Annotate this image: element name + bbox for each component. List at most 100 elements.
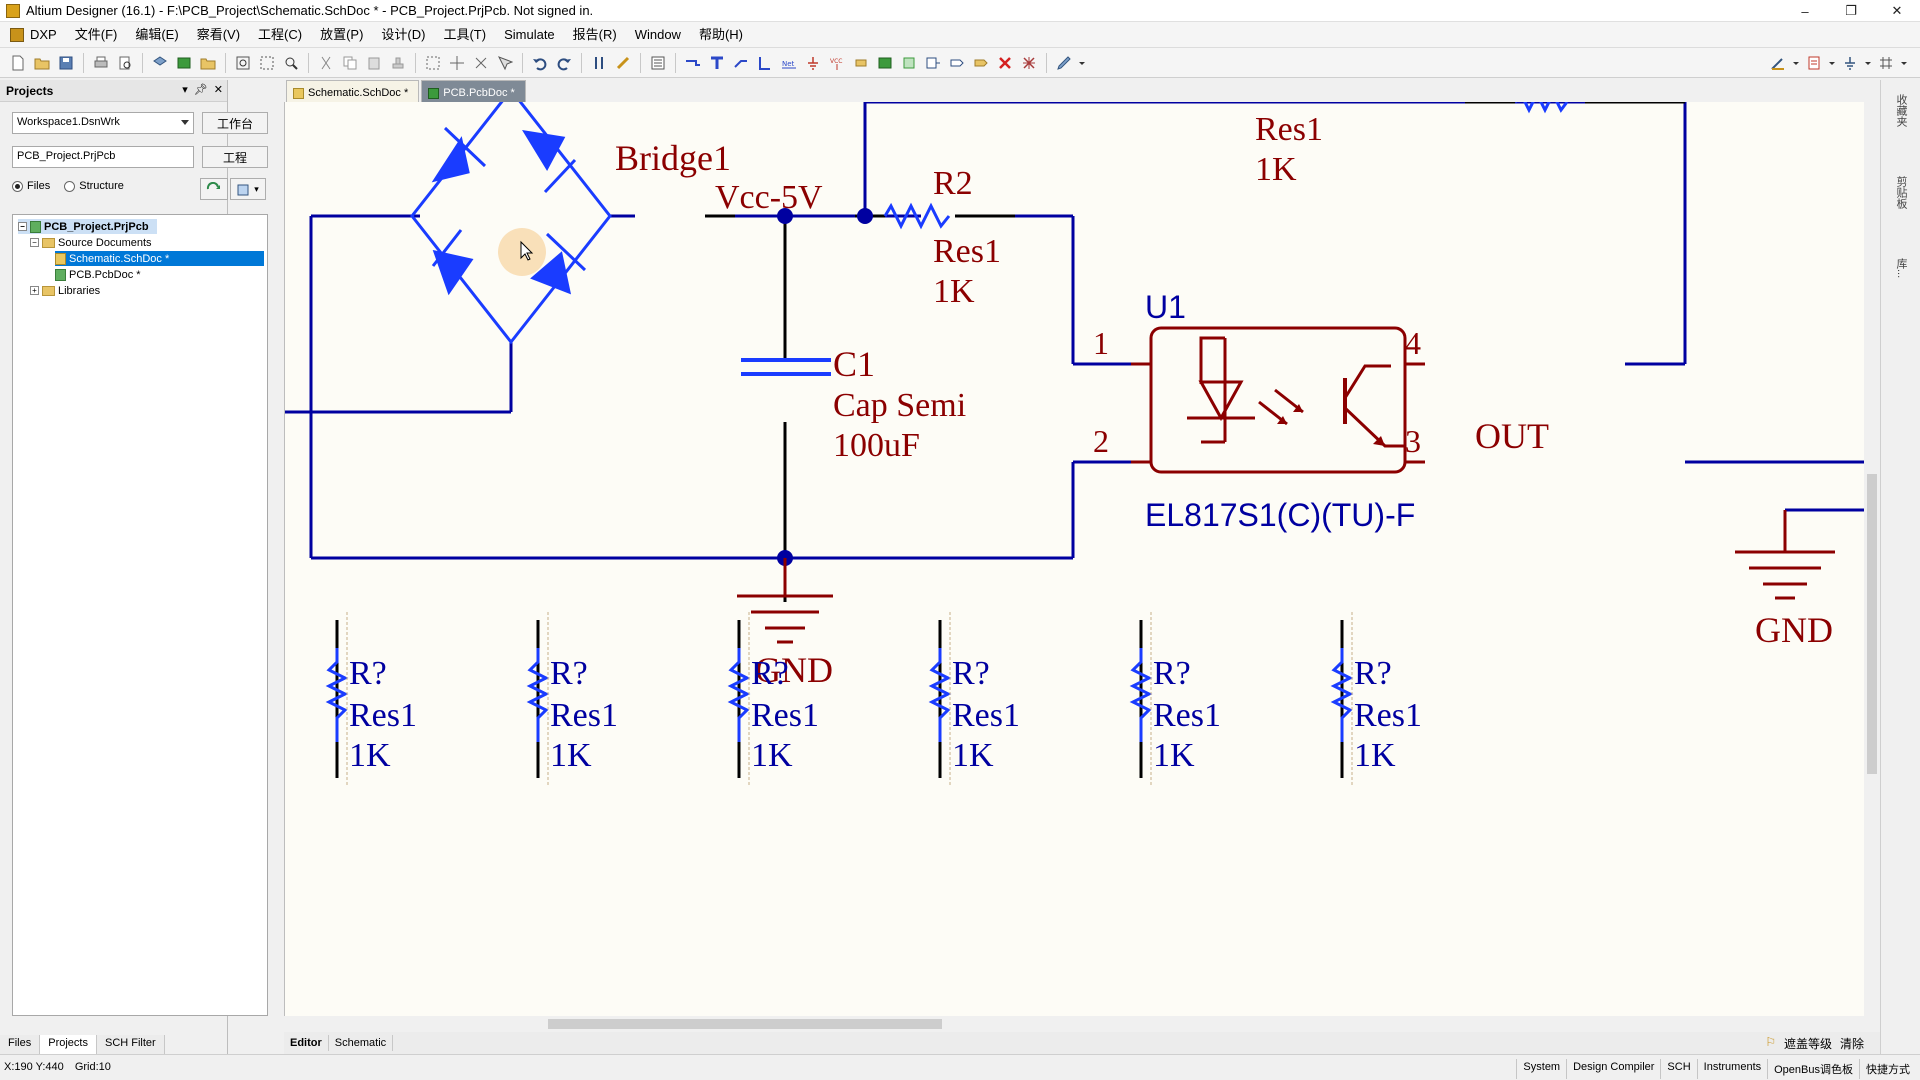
menu-simulate[interactable]: Simulate	[504, 26, 555, 42]
shortcuts-button[interactable]: 快捷方式	[1859, 1059, 1916, 1079]
compile-mask-icon[interactable]	[1019, 53, 1039, 73]
mask-level-icon[interactable]: ⚐	[1765, 1035, 1776, 1049]
grid-icon[interactable]	[1876, 53, 1896, 73]
system-button[interactable]: System	[1516, 1059, 1566, 1079]
place-part-icon[interactable]	[851, 53, 871, 73]
horizontal-scroll-thumb[interactable]	[548, 1019, 942, 1029]
mask-level-button[interactable]: 遮盖等级	[1783, 1037, 1832, 1051]
place-off-sheet-icon[interactable]	[971, 53, 991, 73]
grid-dropdown-icon[interactable]	[1900, 53, 1908, 73]
place-bus-entry-icon[interactable]	[731, 53, 751, 73]
sch-button[interactable]: SCH	[1660, 1059, 1696, 1079]
collapse-icon[interactable]: −	[18, 222, 27, 231]
tab-files[interactable]: Files	[0, 1035, 41, 1054]
menu-edit[interactable]: 编辑(E)	[135, 26, 179, 42]
tree-item-schematic-doc[interactable]: Schematic.SchDoc *	[55, 251, 264, 266]
tab-sch-filter[interactable]: SCH Filter	[96, 1035, 165, 1054]
draw-tools-icon[interactable]	[1054, 53, 1074, 73]
tab-schematic-doc[interactable]: Schematic.SchDoc *	[286, 80, 420, 102]
zoom-area-icon[interactable]	[257, 53, 277, 73]
folder-open-icon[interactable]	[198, 53, 218, 73]
project-options-button[interactable]	[200, 178, 228, 200]
save-icon[interactable]	[56, 53, 76, 73]
place-device-sheet-icon[interactable]	[923, 53, 943, 73]
menu-file[interactable]: 文件(F)	[74, 26, 118, 42]
tree-item-pcb-doc[interactable]: PCB.PcbDoc *	[55, 267, 141, 282]
redo-icon[interactable]	[554, 53, 574, 73]
project-field[interactable]: PCB_Project.PrjPcb	[12, 146, 194, 168]
workspace-combo[interactable]: Workspace1.DsnWrk	[12, 112, 194, 134]
select-area-icon[interactable]	[423, 53, 443, 73]
workspace-button[interactable]: 工作台	[202, 112, 268, 134]
tree-item-project[interactable]: − PCB_Project.PrjPcb	[18, 219, 157, 234]
close-button[interactable]: ✕	[1891, 3, 1903, 18]
copy-icon[interactable]	[340, 53, 360, 73]
horizontal-scrollbar[interactable]	[284, 1016, 1864, 1032]
board-icon[interactable]	[174, 53, 194, 73]
align-tools-dropdown-icon[interactable]	[1792, 53, 1800, 73]
files-radio[interactable]	[12, 180, 23, 192]
libraries-panel-tab[interactable]: 库...	[1895, 258, 1907, 279]
place-bus-icon[interactable]	[707, 53, 727, 73]
rubber-stamp-icon[interactable]	[388, 53, 408, 73]
place-net-label-icon[interactable]: Net	[779, 53, 799, 73]
restore-button[interactable]: ❐	[1845, 3, 1857, 18]
vertical-scroll-thumb[interactable]	[1867, 474, 1877, 774]
power-ports-dropdown-icon[interactable]	[1864, 53, 1872, 73]
tree-item-source-documents[interactable]: − Source Documents	[30, 235, 152, 250]
menu-design[interactable]: 设计(D)	[381, 26, 426, 42]
openbus-palette-button[interactable]: OpenBus调色板	[1767, 1059, 1859, 1079]
panel-pin-icon[interactable]: 📌︎	[193, 84, 208, 96]
move-icon[interactable]	[447, 53, 467, 73]
print-icon[interactable]	[91, 53, 111, 73]
clipboard-panel-tab[interactable]: 剪贴板	[1895, 176, 1907, 209]
tab-editor[interactable]: Editor	[284, 1035, 329, 1051]
schematic-drawing[interactable]: Bridge1 Vcc-5V R2 Res1 1K Res1 1K C1 Cap…	[285, 102, 1880, 1016]
expand-icon[interactable]: +	[30, 286, 39, 295]
minimize-button[interactable]: –	[1801, 3, 1809, 19]
zoom-select-icon[interactable]	[281, 53, 301, 73]
power-ports-icon[interactable]	[1840, 53, 1860, 73]
open-folder-icon[interactable]	[32, 53, 52, 73]
new-doc-icon[interactable]	[8, 53, 28, 73]
favorites-panel-tab[interactable]: 收藏夹	[1895, 94, 1907, 127]
instruments-button[interactable]: Instruments	[1696, 1059, 1767, 1079]
place-sheet-entry-icon[interactable]	[899, 53, 919, 73]
tab-pcb-doc[interactable]: PCB.PcbDoc *	[421, 80, 526, 102]
tab-projects[interactable]: Projects	[40, 1035, 97, 1054]
vertical-scrollbar[interactable]	[1864, 102, 1880, 1016]
menu-window[interactable]: Window	[634, 26, 681, 42]
no-erc-icon[interactable]	[995, 53, 1015, 73]
sheet-tools-icon[interactable]	[1804, 53, 1824, 73]
place-vcc-icon[interactable]: VCC	[827, 53, 847, 73]
cut-icon[interactable]	[316, 53, 336, 73]
zoom-fit-icon[interactable]	[233, 53, 253, 73]
structure-radio[interactable]	[64, 180, 76, 192]
dxp-icon[interactable]	[10, 27, 24, 42]
menu-view[interactable]: 察看(V)	[196, 26, 241, 42]
menu-dxp[interactable]: DXP	[30, 26, 57, 42]
print-preview-icon[interactable]	[115, 53, 135, 73]
panel-menu-icon[interactable]: ▾	[182, 84, 188, 96]
deselect-icon[interactable]	[495, 53, 515, 73]
panel-close-icon[interactable]: ✕	[213, 84, 223, 96]
tab-schematic[interactable]: Schematic	[329, 1035, 394, 1051]
tree-item-libraries[interactable]: + Libraries	[30, 283, 100, 298]
browse-library-icon[interactable]	[648, 53, 668, 73]
collapse-icon[interactable]: −	[30, 238, 39, 247]
project-button[interactable]: 工程	[202, 146, 268, 168]
menu-help[interactable]: 帮助(H)	[698, 26, 743, 42]
layers-icon[interactable]	[150, 53, 170, 73]
menu-tools[interactable]: 工具(T)	[443, 26, 487, 42]
paste-icon[interactable]	[364, 53, 384, 73]
align-tools-icon[interactable]	[1768, 53, 1788, 73]
menu-place[interactable]: 放置(P)	[320, 26, 364, 42]
place-gnd-icon[interactable]	[803, 53, 823, 73]
menu-project[interactable]: 工程(C)	[258, 26, 303, 42]
move-selection-icon[interactable]	[471, 53, 491, 73]
undo-icon[interactable]	[530, 53, 550, 73]
